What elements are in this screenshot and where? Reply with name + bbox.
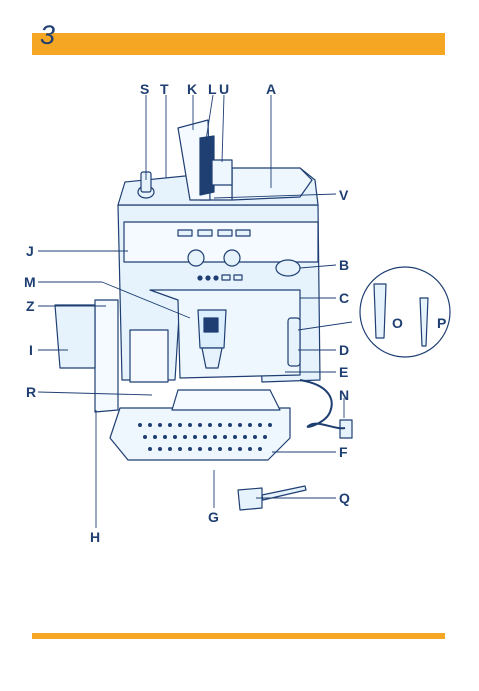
label-M: M: [24, 274, 36, 290]
label-L: L: [208, 81, 217, 97]
footer-bar: [32, 633, 445, 639]
label-Z: Z: [26, 298, 35, 314]
label-K: K: [187, 81, 198, 97]
label-S: S: [140, 81, 150, 97]
label-T: T: [160, 81, 169, 97]
label-P: P: [437, 315, 447, 331]
label-J: J: [26, 243, 34, 259]
label-E: E: [339, 364, 349, 380]
label-D: D: [339, 342, 350, 358]
label-I: I: [29, 342, 33, 358]
label-Q: Q: [339, 490, 350, 506]
label-C: C: [339, 290, 350, 306]
label-B: B: [339, 257, 350, 273]
label-O: O: [392, 315, 403, 331]
page-number: 3: [40, 20, 56, 50]
label-N: N: [339, 387, 350, 403]
label-F: F: [339, 444, 348, 460]
label-A: A: [266, 81, 277, 97]
label-G: G: [208, 509, 219, 525]
label-U: U: [219, 81, 230, 97]
header-bar: [32, 33, 445, 55]
label-H: H: [90, 529, 101, 545]
label-R: R: [26, 384, 37, 400]
label-V: V: [339, 187, 349, 203]
